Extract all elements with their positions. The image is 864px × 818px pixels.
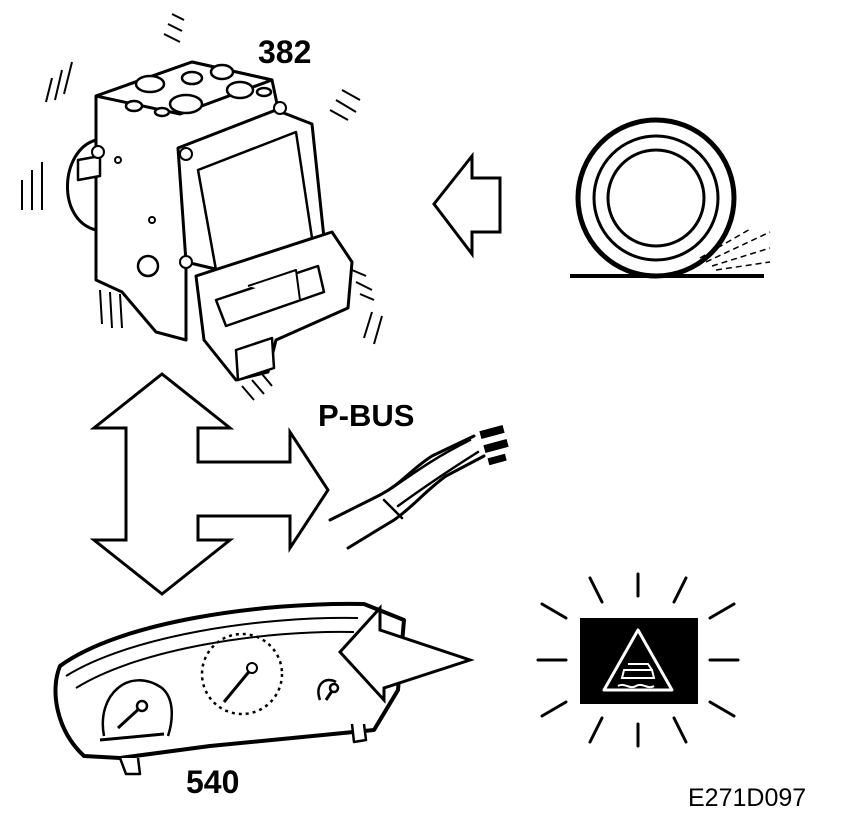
abs-control-unit [22,14,382,400]
warning-signal-arrow [340,608,470,700]
lamp-rays [538,574,738,746]
bus-name-label: P-BUS [318,398,415,433]
wheel-spin-lines [700,228,770,270]
wheel-icon [570,120,770,276]
instrument-cluster [55,604,404,774]
instrument-cluster-number-label: 540 [186,764,240,800]
figure-code-label: E271D097 [688,784,807,812]
traction-control-warning-icon [538,574,738,746]
bus-connector-icon [330,425,509,548]
valve-ports [126,65,271,116]
left-gauge [100,680,172,740]
cluster-housing [55,604,404,758]
bus-communication-arrows [94,374,328,594]
abs-vibration-marks [22,14,382,400]
wheel-signal-arrow [434,156,500,254]
abs-unit-number-label: 382 [258,34,312,70]
speedometer [202,634,282,714]
right-gauge [318,680,338,700]
